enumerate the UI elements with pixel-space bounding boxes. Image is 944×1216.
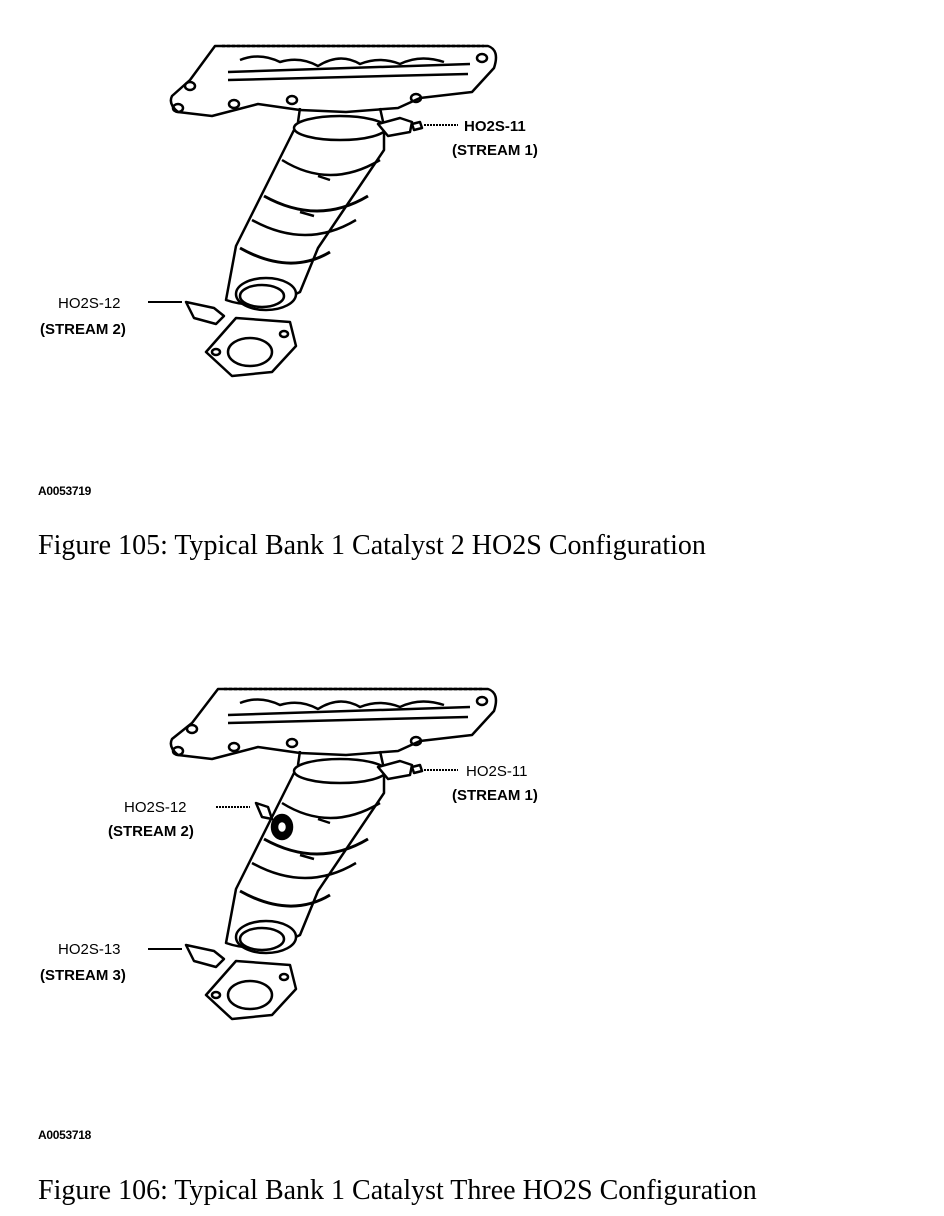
label-stream-3: (STREAM 3) [40, 967, 126, 984]
figure-106: HO2S-11 (STREAM 1) HO2S-12 (STREAM 2) HO… [0, 645, 944, 1216]
label-ho2s-13: HO2S-13 [58, 941, 121, 958]
catalyst-illustration [148, 44, 498, 378]
label-stream-1: (STREAM 1) [452, 142, 538, 159]
figure-code: A0053719 [38, 484, 91, 498]
figure-105: HO2S-11 (STREAM 1) HO2S-12 (STREAM 2) A0… [0, 0, 944, 600]
label-stream-2: (STREAM 2) [40, 321, 126, 338]
label-ho2s-12: HO2S-12 [58, 295, 121, 312]
label-ho2s-11: HO2S-11 [464, 118, 526, 135]
label-stream-2: (STREAM 2) [108, 823, 194, 840]
label-stream-1: (STREAM 1) [452, 787, 538, 804]
figure-caption: Figure 105: Typical Bank 1 Catalyst 2 HO… [38, 530, 706, 561]
label-ho2s-12: HO2S-12 [124, 799, 187, 816]
figure-code: A0053718 [38, 1128, 91, 1142]
label-ho2s-11: HO2S-11 [466, 763, 528, 780]
catalyst-illustration [148, 687, 498, 1021]
figure-caption: Figure 106: Typical Bank 1 Catalyst Thre… [38, 1175, 757, 1206]
